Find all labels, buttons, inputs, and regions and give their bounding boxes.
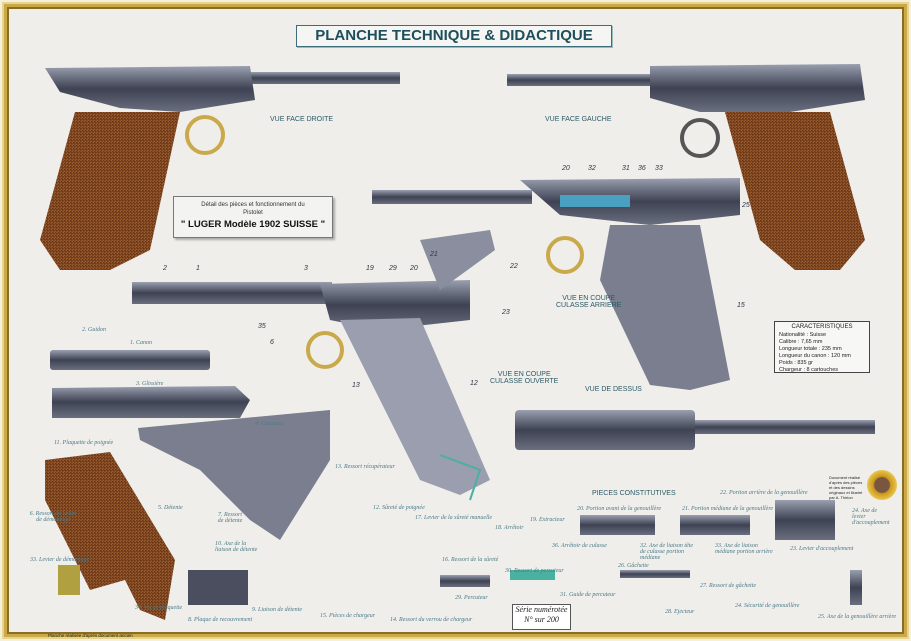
part-label: 5. Détente: [158, 505, 183, 511]
part-label: 36. Arrêtoir de culasse: [552, 543, 607, 549]
label-view-right: VUE FACE DROITE: [270, 116, 334, 123]
part-number: 22: [510, 263, 518, 270]
part-label: 9. Liaison de détente: [252, 607, 302, 613]
char-line: Nationalité : Suisse: [779, 332, 827, 338]
part-number: 33: [655, 165, 663, 172]
part-number: 19: [366, 265, 374, 272]
pistol-left-view: [507, 64, 865, 270]
serial-number-box: Série numérotée N° sur 200: [512, 604, 571, 630]
part-label: 7. Ressort de détente: [217, 512, 243, 524]
part-label: 29. Percuteur: [455, 595, 488, 601]
part-label: 4. Carcasse: [255, 421, 284, 427]
label-line: CULASSE ARRIERE: [556, 302, 622, 309]
part-label: 11. Plaquette de poignée: [54, 440, 114, 446]
part-label: 16. Ressort de la sûreté: [442, 557, 499, 563]
detail-line1: Détail des pièces et fonctionnement du: [201, 202, 305, 208]
part-label: 6. Ressort du levier de démontage: [29, 511, 77, 523]
model-name: " LUGER Modèle 1902 SUISSE ": [180, 219, 326, 230]
credit-line: Planche réalisée d'après document ancien: [48, 633, 133, 638]
part-label: 25. Axe de la genouillère arrière: [818, 614, 897, 620]
part-label: 24. Axe de levier d'accouplement: [852, 508, 890, 526]
detail-box: Détail des pièces et fonctionnement du P…: [173, 196, 333, 238]
part-number: 20: [562, 165, 570, 172]
pistol-cutaway-rear: [372, 178, 740, 390]
part-label: 34. Vis de plaquette: [135, 605, 183, 611]
part-label: 19. Extracteur: [530, 517, 565, 523]
char-line: Chargeur : 8 cartouches: [779, 367, 839, 373]
part-label: 1. Canon: [130, 340, 153, 346]
part-label: 21. Portion médiane de la genouillère: [682, 506, 774, 512]
part-label: 18. Arrêtoir: [495, 525, 524, 531]
seal-note: Document réalisé d'après des pièces et d…: [829, 475, 863, 500]
part-label: 30. Ressort de percuteur: [505, 568, 564, 574]
part-label: 28. Ejecteur: [665, 609, 695, 615]
part-number: 31: [622, 165, 630, 172]
char-line: Poids : 835 gr: [779, 360, 813, 366]
pistol-right-view: [40, 66, 400, 270]
part-number: 21: [430, 251, 438, 258]
part-label: 32. Axe de liaison tête de culasse porti…: [640, 543, 694, 561]
part-label: 3. Glissière: [136, 381, 164, 387]
serie-line1: Série numérotée: [515, 605, 568, 614]
part-label: 14. Ressort du verrou de chargeur: [390, 617, 473, 623]
part-label: 8. Plaque de recouvrement: [188, 617, 253, 623]
part-number: 13: [352, 382, 360, 389]
label-view-top: VUE DE DESSUS: [585, 386, 642, 393]
part-label: 31. Guide de percuteur: [560, 592, 616, 598]
pistol-cutaway-open: [132, 230, 495, 495]
part-label: 13. Ressort récupérateur: [335, 464, 395, 470]
part-number: 1: [196, 265, 200, 272]
part-number: 6: [270, 339, 274, 346]
part-label: 20. Portion avant de la genouillère: [577, 506, 662, 512]
part-number: 3: [304, 265, 308, 272]
part-label: 33. Levier de démontage: [30, 557, 90, 563]
part-number: 36: [638, 165, 646, 172]
part-number: 29: [389, 265, 397, 272]
part-label: 33. Axe de liaison médiane portion arriè…: [715, 543, 773, 555]
characteristics-heading: CARACTERISTIQUES: [791, 324, 853, 330]
part-label: 10. Axe de la liaison de détente: [215, 541, 258, 553]
part-label: 26. Gâchette: [618, 563, 649, 569]
label-line: VUE EN COUPE: [497, 371, 551, 378]
serie-line2: N° sur 200: [524, 615, 559, 624]
detail-line2: Pistolet: [243, 210, 263, 216]
label-line: VUE EN COUPE: [562, 295, 616, 302]
parts-exploded: [45, 350, 862, 620]
char-line: Longueur totale : 235 mm: [779, 346, 842, 352]
label-view-left: VUE FACE GAUCHE: [545, 116, 612, 123]
part-number: 2: [163, 265, 167, 272]
part-label: 27. Ressort de gâchette: [700, 583, 756, 589]
part-number: 23: [502, 309, 510, 316]
part-number: 20: [410, 265, 418, 272]
char-line: Calibre : 7,65 mm: [779, 339, 823, 345]
label-line: CULASSE OUVERTE: [490, 378, 559, 385]
part-label: 12. Sûreté de poignée: [373, 505, 425, 511]
part-number: 35: [258, 323, 266, 330]
part-number: 25: [742, 202, 750, 209]
part-number: 15: [737, 302, 745, 309]
part-label: 15. Pièces de chargeur: [320, 613, 376, 619]
part-number: 32: [588, 165, 596, 172]
characteristics-box: CARACTERISTIQUES Nationalité : Suisse Ca…: [774, 321, 870, 373]
part-label: 23. Levier d'accouplement: [790, 546, 854, 552]
char-line: Longueur du canon : 120 mm: [779, 353, 851, 359]
seal-logo: [867, 470, 897, 500]
part-number: 12: [470, 380, 478, 387]
part-label: 24. Sécurité de genouillère: [735, 603, 800, 609]
label-parts-heading: PIECES CONSTITUTIVES: [592, 490, 676, 497]
poster-title: PLANCHE TECHNIQUE & DIDACTIQUE: [296, 25, 612, 47]
part-label: 22. Portion arrière de la genouillère: [720, 490, 808, 496]
pistol-top-view: [515, 410, 875, 450]
part-label: 17. Levier de la sûreté manuelle: [415, 515, 493, 521]
part-label: 2. Guidon: [82, 327, 106, 333]
